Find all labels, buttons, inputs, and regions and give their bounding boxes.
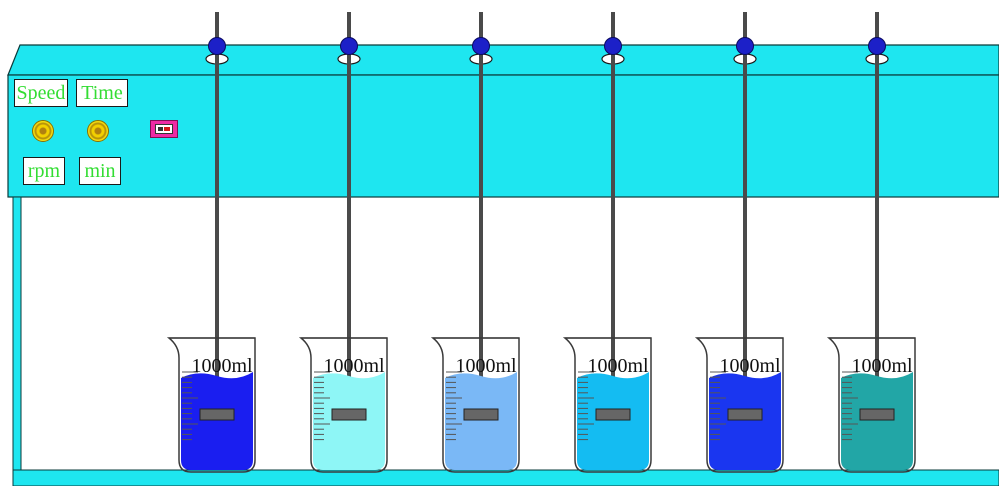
beaker-glass	[166, 337, 256, 473]
switch-indicator	[158, 127, 163, 131]
stirrer-paddle	[463, 408, 499, 421]
beaker-graduations	[710, 371, 726, 441]
stirrer-collar	[604, 37, 622, 55]
beaker-group: 1000ml 1000ml 1000ml 1000ml 1000ml 1000ml	[166, 337, 916, 473]
beaker: 1000ml	[826, 337, 916, 473]
housing-top-face	[7, 44, 999, 76]
beaker-liquid	[709, 372, 781, 470]
stirrer	[865, 12, 889, 412]
beaker-liquid	[445, 372, 517, 470]
speed-knob[interactable]	[32, 120, 54, 142]
beaker-volume-label: 1000ml	[323, 355, 385, 377]
stirrer-collar	[340, 37, 358, 55]
stirrer-paddle	[859, 408, 895, 421]
switch-face	[155, 124, 173, 134]
stirrer-paddle	[199, 408, 235, 421]
stirrer	[733, 12, 757, 412]
beaker-volume-label: 1000ml	[191, 355, 253, 377]
beaker-liquid	[841, 372, 913, 470]
beaker-liquid	[313, 372, 385, 470]
beaker-volume-label: 1000ml	[851, 355, 913, 377]
speed-label: Speed	[14, 79, 68, 107]
beaker-volume-label: 1000ml	[587, 355, 649, 377]
switch-light	[164, 127, 170, 131]
beaker: 1000ml	[166, 337, 256, 473]
stirrer-paddle	[727, 408, 763, 421]
beaker-graduations	[578, 371, 594, 441]
beaker-graduations	[314, 371, 330, 441]
beaker-glass	[826, 337, 916, 473]
time-knob[interactable]	[87, 120, 109, 142]
beaker: 1000ml	[430, 337, 520, 473]
stirrer	[205, 12, 229, 412]
beaker: 1000ml	[694, 337, 784, 473]
stirrer-paddle	[595, 408, 631, 421]
beaker-glass	[562, 337, 652, 473]
stirrer	[337, 12, 361, 412]
stirrer-paddle	[331, 408, 367, 421]
beaker-volume-label: 1000ml	[719, 355, 781, 377]
beaker: 1000ml	[562, 337, 652, 473]
beaker-liquid	[577, 372, 649, 470]
stirrer-collar	[208, 37, 226, 55]
speed-unit-display: rpm	[23, 157, 65, 185]
power-switch[interactable]	[150, 120, 178, 138]
beaker: 1000ml	[298, 337, 388, 473]
stirrer-collar	[736, 37, 754, 55]
stirrer	[469, 12, 493, 412]
stirrer-collar	[868, 37, 886, 55]
stirrer-group	[205, 12, 889, 412]
beaker-glass	[694, 337, 784, 473]
left-support-post	[12, 196, 22, 471]
time-unit-display: min	[79, 157, 121, 185]
time-label: Time	[76, 79, 128, 107]
beaker-liquid	[181, 372, 253, 470]
beaker-volume-label: 1000ml	[455, 355, 517, 377]
beaker-glass	[298, 337, 388, 473]
beaker-glass	[430, 337, 520, 473]
beaker-graduations	[842, 371, 858, 441]
beaker-graduations	[182, 371, 198, 441]
stirrer-collar	[472, 37, 490, 55]
stirrer	[601, 12, 625, 412]
beaker-graduations	[446, 371, 462, 441]
